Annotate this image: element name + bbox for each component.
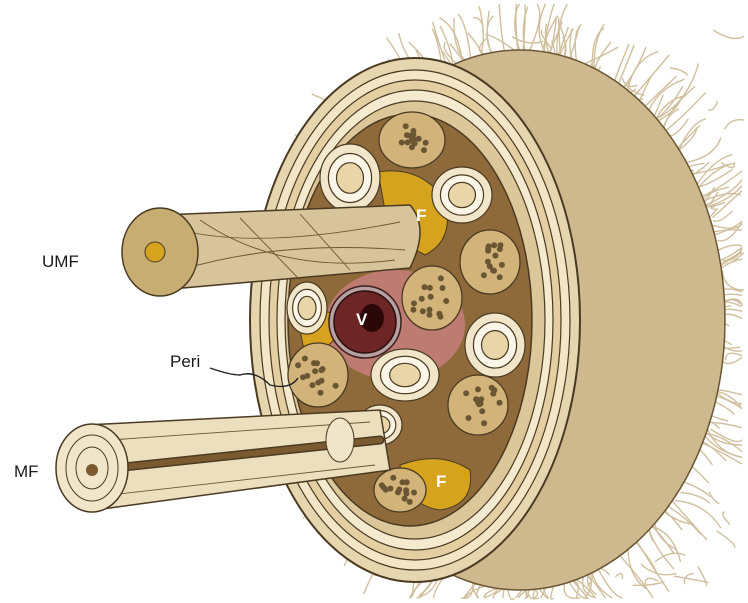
vessel-label: V — [356, 310, 367, 330]
fibroblast-label-lower: F — [436, 472, 446, 492]
fibroblast-label-upper: F — [416, 206, 426, 226]
peri-label: Peri — [170, 352, 200, 372]
umf-label: UMF — [42, 252, 79, 272]
mf-label: MF — [14, 462, 39, 482]
